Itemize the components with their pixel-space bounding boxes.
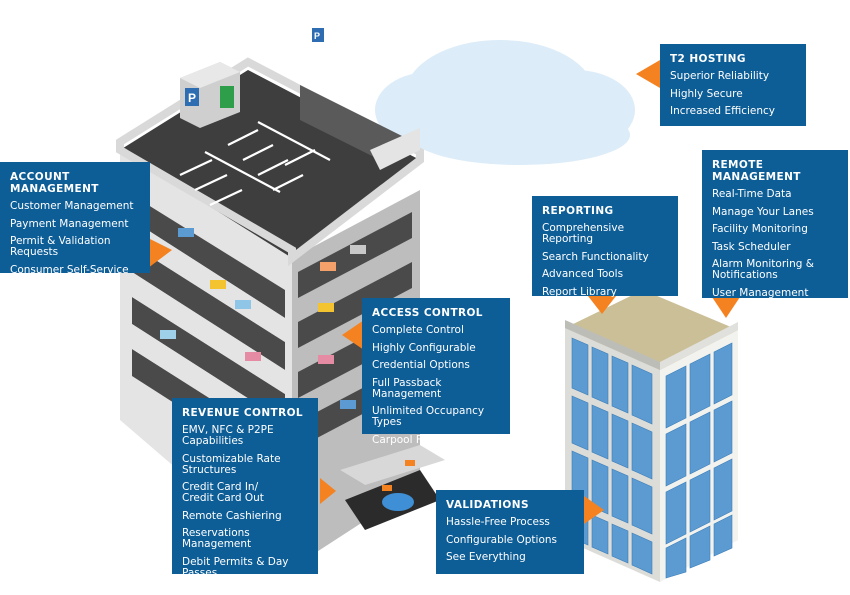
revenue-pointer-icon: [320, 478, 336, 504]
reporting-box: REPORTING Comprehensive Reporting Search…: [532, 196, 678, 298]
list-item: Facility Monitoring: [712, 223, 808, 235]
account-management-title: ACCOUNT MANAGEMENT: [10, 171, 99, 195]
list-item: Remote Cashiering: [182, 509, 282, 522]
list-item: Task Scheduler: [712, 240, 791, 253]
list-item: Alarm Monitoring & Notifications: [712, 258, 814, 281]
list-item: Credit Card In/ Credit Card Out: [182, 481, 264, 504]
list-item: Configurable Options: [446, 533, 557, 546]
access-pointer-icon: [342, 320, 364, 350]
validations-pointer-icon: [584, 496, 604, 524]
list-item: Credential Options: [372, 359, 470, 371]
parking-sign-letter: P: [188, 91, 196, 105]
t2-hosting-box: T2 HOSTING Superior Reliability Highly S…: [660, 44, 806, 126]
list-item: Consumer Self-Service: [10, 263, 129, 276]
account-management-box: ACCOUNT MANAGEMENT Customer Management P…: [0, 162, 150, 276]
reporting-list: Comprehensive Reporting Search Functiona…: [542, 223, 668, 298]
list-item: Increased Efficiency: [670, 105, 776, 117]
t2-hosting-list: Superior Reliability Highly Secure Incre…: [670, 71, 796, 117]
list-item: Reservations Management: [182, 527, 252, 550]
list-item: Superior Reliability: [670, 70, 770, 82]
remote-pointer-icon: [712, 297, 740, 318]
list-item: See Everything: [446, 551, 526, 563]
list-item: Customer Management: [10, 200, 134, 212]
remote-management-box: REMOTE MANAGEMENT Real-Time Data Manage …: [702, 150, 848, 298]
list-item: User Management: [712, 286, 809, 299]
access-control-title: ACCESS CONTROL: [372, 307, 483, 319]
list-item: Complete Control: [372, 324, 464, 336]
list-item: EMV, NFC & P2PE Capabilities: [182, 424, 274, 447]
list-item: Carpool Functionality: [372, 433, 484, 446]
list-item: Full Passback Management: [372, 376, 442, 400]
list-item: Unlimited Occupancy Types: [372, 405, 485, 428]
list-item: Advanced Tools: [542, 268, 624, 280]
revenue-control-box: REVENUE CONTROL EMV, NFC & P2PE Capabili…: [172, 398, 318, 578]
list-item: Real-Time Data: [712, 188, 792, 200]
cloud-icon: [375, 40, 635, 165]
list-item: Hassle-Free Process: [446, 516, 550, 528]
account-management-list: Customer Management Payment Management P…: [10, 201, 140, 276]
reporting-title: REPORTING: [542, 205, 614, 217]
validations-box: VALIDATIONS Hassle-Free Process Configur…: [436, 490, 584, 574]
validations-list: Hassle-Free Process Configurable Options…: [446, 517, 574, 563]
revenue-control-list: EMV, NFC & P2PE Capabilities Customizabl…: [182, 425, 308, 579]
revenue-control-title: REVENUE CONTROL: [182, 407, 303, 419]
list-item: Highly Configurable: [372, 341, 476, 354]
access-control-list: Complete Control Highly Configurable Cre…: [372, 325, 500, 446]
list-item: Comprehensive Reporting: [542, 222, 625, 245]
list-item: Customizable Rate Structures: [182, 452, 281, 476]
list-item: Manage Your Lanes: [712, 205, 814, 218]
list-item: Report Library: [542, 285, 617, 298]
reporting-pointer-icon: [588, 296, 616, 314]
entrance-gate: [340, 445, 445, 530]
list-item: Payment Management: [10, 217, 129, 230]
list-item: Highly Secure: [670, 87, 743, 100]
office-building: [565, 290, 738, 582]
account-pointer-icon: [148, 238, 172, 268]
remote-management-title: REMOTE MANAGEMENT: [712, 159, 801, 183]
remote-management-list: Real-Time Data Manage Your Lanes Facilit…: [712, 189, 838, 299]
list-item: Permit & Validation Requests: [10, 235, 111, 258]
t2-hosting-title: T2 HOSTING: [670, 53, 746, 65]
access-control-box: ACCESS CONTROL Complete Control Highly C…: [362, 298, 510, 445]
list-item: Debit Permits & Day Passes: [182, 555, 289, 579]
validations-title: VALIDATIONS: [446, 499, 529, 511]
hosting-pointer-icon: [636, 60, 660, 88]
list-item: Search Functionality: [542, 250, 649, 263]
roof-parking-sign-letter: P: [314, 31, 320, 41]
